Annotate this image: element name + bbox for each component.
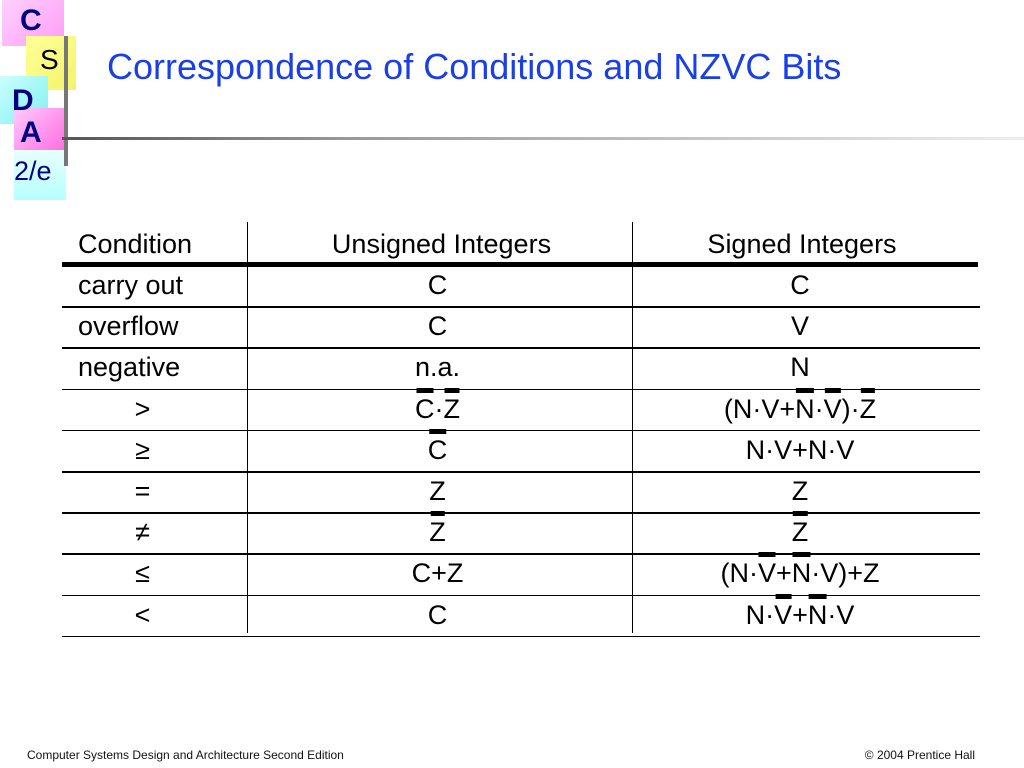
expression-term: ·V [827,599,855,630]
unsigned-cell: Z [429,478,446,505]
signed-cell: N·V+N·V [745,593,855,630]
expression-term: )· [841,393,860,424]
row-rule [62,347,980,349]
signed-cell: C [790,272,810,299]
row-rule [62,306,980,308]
expression-term: ·V)+Z [811,558,880,589]
expression-term: C [790,270,810,300]
condition-cell: ≠ [135,517,150,548]
row-rule [62,388,980,391]
complement-term: V [823,387,842,424]
condition-cell: overflow [78,311,179,342]
expression-term: · [434,393,444,424]
expression-term: n.a. [414,352,461,383]
expression-term: V [790,311,810,342]
complement-term: Z [791,511,809,548]
signed-cell: N·V+N·V [745,434,855,465]
row-rule [62,471,980,473]
header-rule [62,262,978,267]
column-divider-unsigned [632,222,633,633]
row-rule [62,635,980,638]
signed-cell: N [790,354,810,381]
slide-title: Correspondence of Conditions and NZVC Bi… [107,46,842,87]
expression-term: Z [429,476,446,506]
expression-term: N·V+N·V [745,434,855,465]
unsigned-cell: Z [429,511,446,548]
unsigned-cell: C·Z [415,387,460,424]
condition-cell: ≤ [135,558,150,589]
row-rule [62,594,980,597]
signed-cell: Z [791,511,809,548]
expression-term: + [775,558,792,589]
row-rule [62,429,980,432]
footer-copyright: © 2004 Prentice Hall [864,748,975,762]
condition-cell: ≥ [135,434,150,465]
course-logo: C S D A 2/e [0,0,90,200]
header-signed: Signed Integers [707,229,897,259]
condition-cell: negative [78,352,181,383]
condition-cell: = [134,476,151,506]
expression-term: C [427,599,448,630]
unsigned-cell: n.a. [415,354,460,381]
logo-edition: 2/e [14,156,52,186]
logo-letter-c: C [20,4,42,37]
row-rule [62,512,980,514]
unsigned-cell: C [428,272,448,299]
title-divider [62,137,1024,140]
unsigned-cell: C+Z [412,560,464,587]
column-divider-condition [247,222,248,633]
logo-square-light-cyan [14,150,66,200]
expression-term: N· [745,599,775,630]
expression-term: (N· [720,558,758,589]
row-rule [62,553,980,555]
signed-cell: V [791,313,809,340]
unsigned-cell: C [427,599,448,630]
signed-cell: (N·V+N·V)·Z [723,387,877,424]
condition-cell: carry out [78,270,184,300]
logo-vertical-rule [64,36,68,166]
expression-term: C [427,311,448,342]
expression-term: Z [791,476,809,506]
complement-term: Z [443,387,460,424]
footer-book-title: Computer Systems Design and Architecture… [27,748,344,762]
logo-letter-a: A [20,116,42,149]
header-condition: Condition [78,229,193,259]
logo-letter-s: S [40,44,59,75]
expression-term: · [814,393,824,424]
expression-term: C+Z [411,558,464,589]
complement-term: N [807,593,828,630]
complement-term: V [774,593,793,630]
expression-term: C [427,270,448,300]
complement-term: C [415,387,435,424]
unsigned-cell: C [427,428,448,465]
unsigned-cell: C [428,313,448,340]
signed-cell: (N·V+N·V)+Z [720,552,880,589]
complement-term: Z [859,387,877,424]
expression-term: (N·V+ [723,393,796,424]
complement-term: Z [429,511,446,548]
logo-square-magenta [14,108,66,156]
condition-cell: > [134,393,151,424]
expression-term: N [790,352,810,383]
complement-term: N [791,552,812,589]
signed-cell: Z [792,478,809,505]
header-unsigned: Unsigned Integers [331,229,552,259]
condition-cell: < [134,599,151,630]
logo-letter-d: D [12,84,34,117]
complement-term: C [427,428,448,465]
expression-term: + [792,599,808,630]
complement-term: V [757,552,776,589]
complement-term: N [795,387,815,424]
